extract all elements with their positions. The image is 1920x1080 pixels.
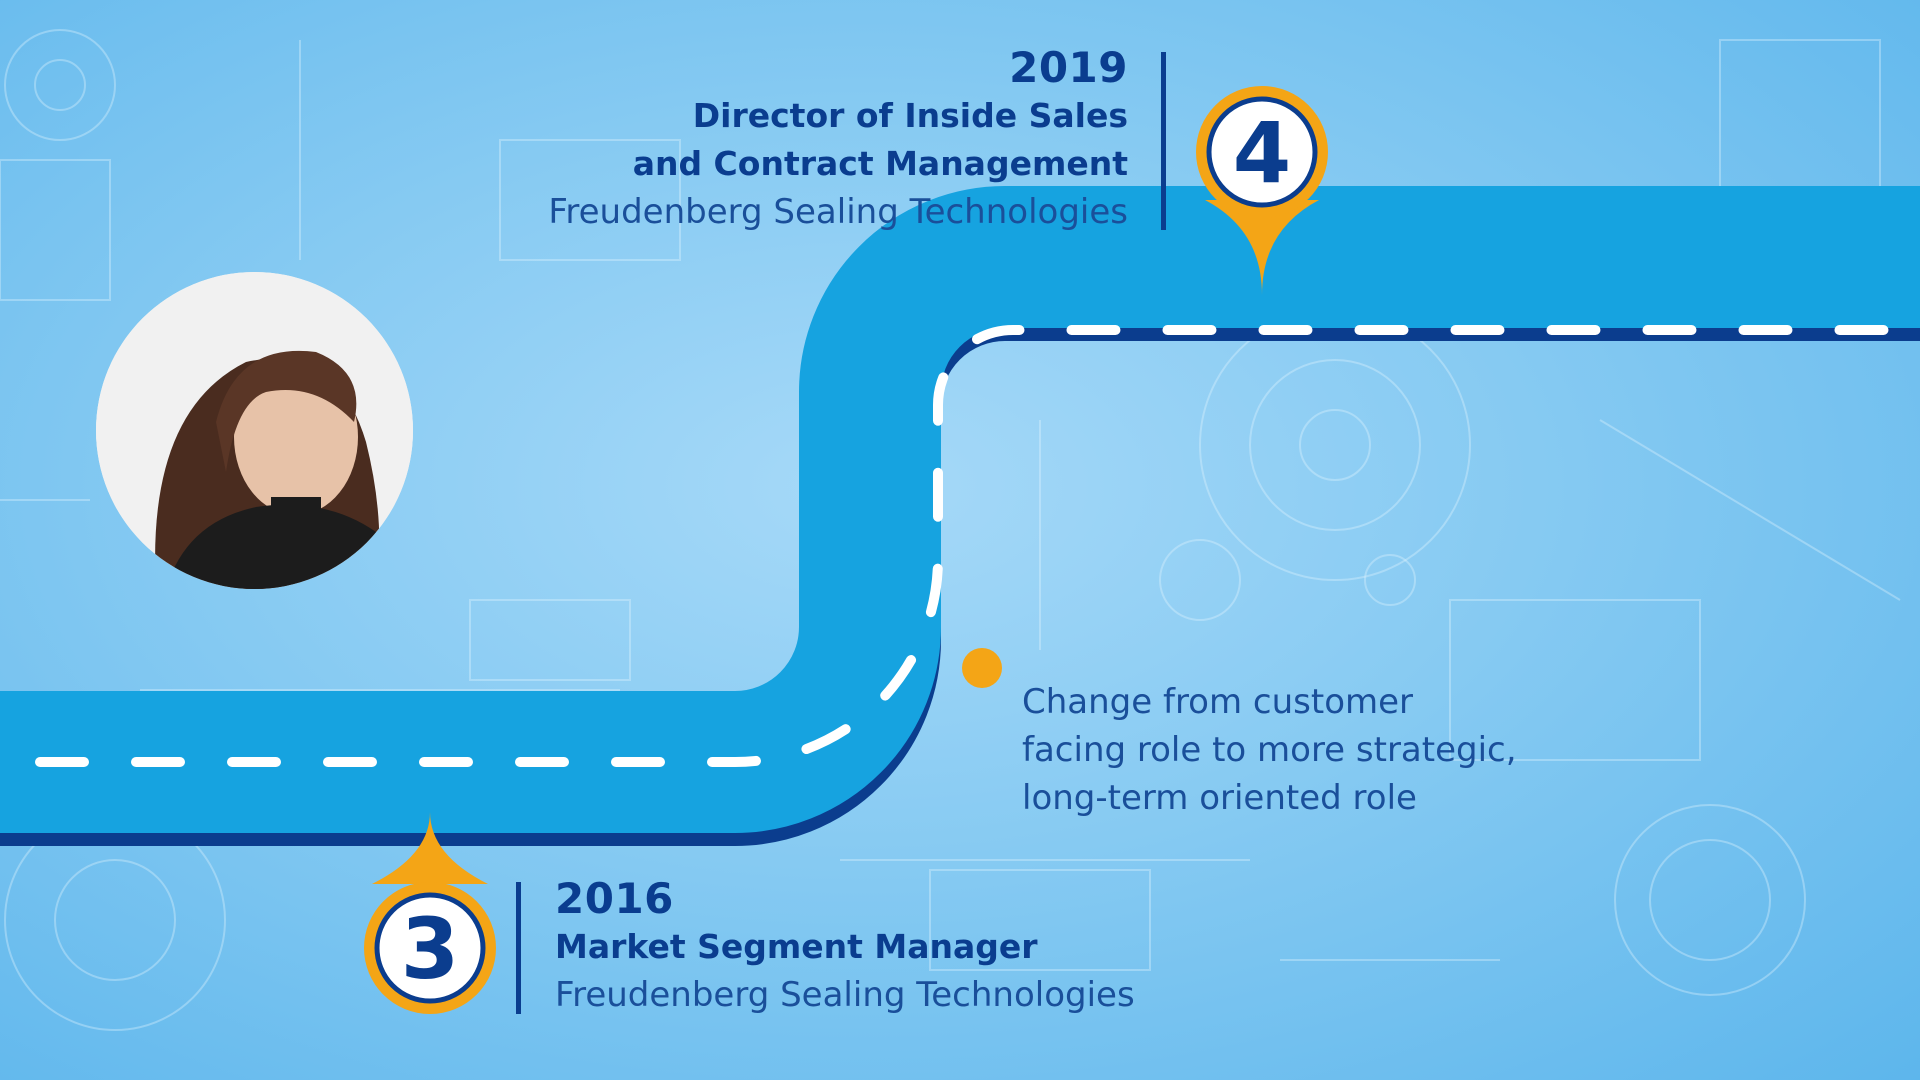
milestone-4-divider	[1161, 52, 1166, 230]
milestone-4-company: Freudenberg Sealing Technologies	[548, 191, 1128, 232]
milestone-dot	[962, 648, 1002, 688]
person-photo-icon	[96, 272, 413, 589]
transition-note-line1: Change from customer	[1022, 682, 1414, 722]
road-lane-markings	[35, 325, 1895, 767]
milestone-3-year: 2016	[555, 874, 674, 923]
milestone-pin-4: 4	[1196, 86, 1328, 295]
milestone-4-year: 2019	[1009, 43, 1128, 92]
milestone-4-text: 2019 Director of Inside Sales and Contra…	[548, 43, 1128, 237]
milestone-3-role: Market Segment Manager	[555, 927, 1038, 967]
pin-number-4: 4	[1233, 104, 1291, 202]
milestone-3-text: 2016 Market Segment Manager Freudenberg …	[555, 874, 1135, 1020]
milestone-4-role-line1: Director of Inside Sales	[692, 96, 1128, 136]
milestone-3-company: Freudenberg Sealing Technologies	[555, 975, 1135, 1016]
milestone-4-role-line2: and Contract Management	[632, 144, 1128, 184]
transition-note-line2: facing role to more strategic,	[1022, 730, 1517, 770]
pin-number-3: 3	[401, 900, 459, 998]
milestone-pin-3: 3	[364, 812, 496, 1014]
transition-note: Change from customer facing role to more…	[1022, 678, 1542, 822]
milestone-3-divider	[516, 882, 521, 1014]
road	[0, 186, 1920, 833]
avatar	[96, 272, 413, 589]
transition-note-line3: long-term oriented role	[1022, 778, 1417, 818]
